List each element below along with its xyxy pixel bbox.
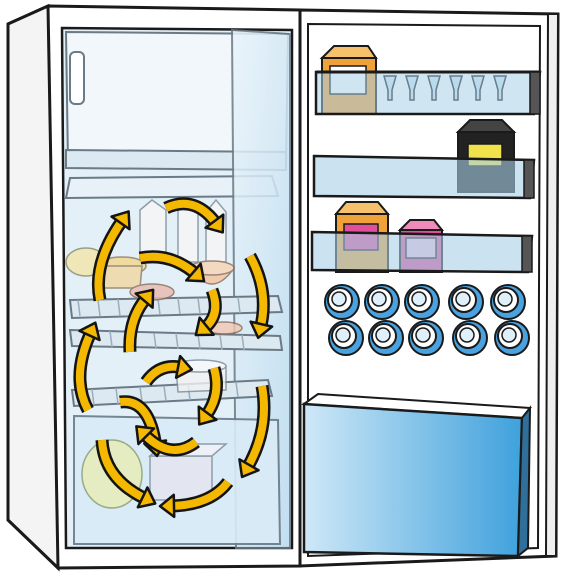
cabinet-side <box>8 6 58 568</box>
can <box>329 321 363 355</box>
door-drawer <box>304 394 530 556</box>
can <box>409 321 443 355</box>
can <box>369 321 403 355</box>
cake <box>102 266 142 288</box>
can <box>405 285 439 319</box>
drawer-front <box>304 404 522 556</box>
can <box>365 285 399 319</box>
can <box>491 285 525 319</box>
door-bin-3 <box>312 232 532 272</box>
door-bin-1 <box>316 72 540 114</box>
can <box>449 285 483 319</box>
can <box>495 321 529 355</box>
can <box>325 285 359 319</box>
freezer-handle <box>70 52 84 104</box>
food-box <box>150 456 212 500</box>
can <box>453 321 487 355</box>
door-bin-2 <box>314 156 534 198</box>
door-edge <box>546 14 558 556</box>
